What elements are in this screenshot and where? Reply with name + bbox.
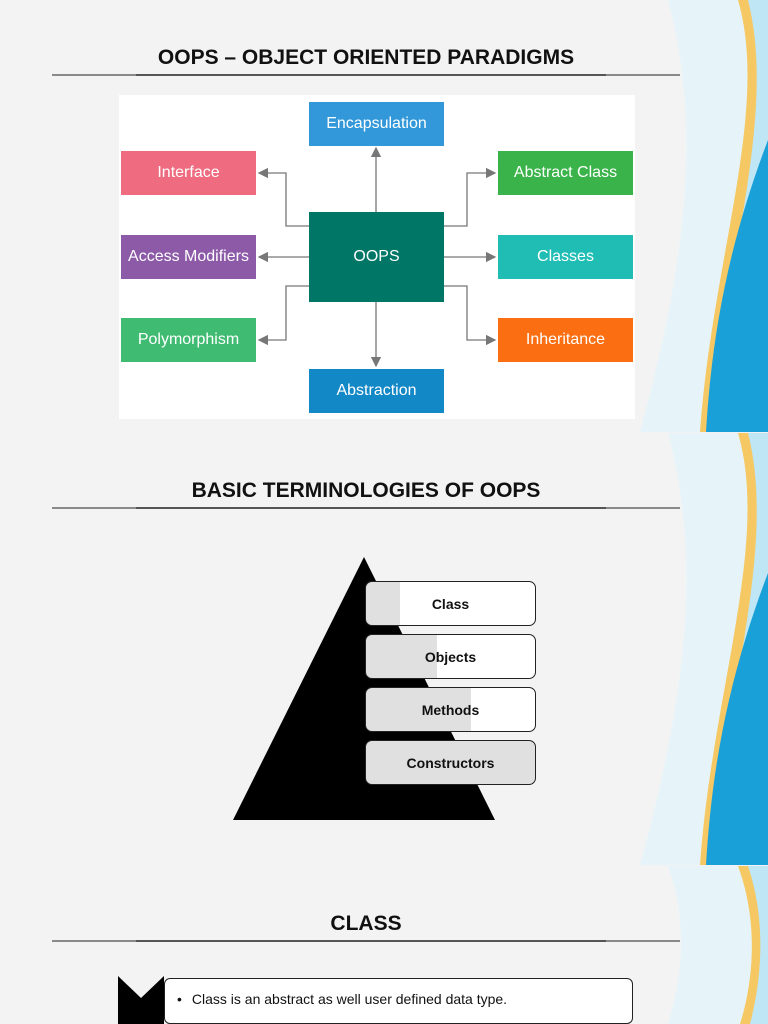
connector-arrows: [257, 146, 497, 368]
wave-decoration: [668, 866, 768, 1024]
bullet-icon: •: [177, 991, 182, 1007]
wave-decoration: [640, 433, 768, 865]
node-inheritance: Inheritance: [498, 318, 633, 362]
slide-oops-paradigms: OOPS – OBJECT ORIENTED PARADIGMS OOPS En…: [0, 0, 768, 432]
node-abstraction: Abstraction: [309, 369, 444, 413]
pyramid-item-constructors: Constructors: [365, 740, 536, 785]
node-access-modifiers: Access Modifiers: [121, 235, 256, 279]
node-interface: Interface: [121, 151, 256, 195]
chevron-marker-icon: [118, 976, 164, 1024]
wave-decoration: [640, 0, 768, 432]
title-underline-accent: [136, 507, 606, 509]
title-underline-accent: [136, 74, 606, 76]
node-encapsulation: Encapsulation: [309, 102, 444, 146]
title-underline-accent: [136, 940, 606, 942]
class-definition-box: • Class is an abstract as well user defi…: [164, 978, 633, 1024]
node-abstract-class: Abstract Class: [498, 151, 633, 195]
slide-title: BASIC TERMINOLOGIES OF OOPS: [191, 479, 541, 502]
bullet-text: Class is an abstract as well user define…: [191, 991, 508, 1007]
node-oops: OOPS: [309, 212, 444, 302]
pyramid-item-objects: Objects: [365, 634, 536, 679]
pyramid-item-class: Class: [365, 581, 536, 626]
node-polymorphism: Polymorphism: [121, 318, 256, 362]
slide-basic-terminologies: BASIC TERMINOLOGIES OF OOPS Class Object…: [0, 433, 768, 865]
node-classes: Classes: [498, 235, 633, 279]
oops-concept-diagram: OOPS Encapsulation Abstraction Interface…: [119, 95, 635, 419]
pyramid-item-methods: Methods: [365, 687, 536, 732]
slide-title: OOPS – OBJECT ORIENTED PARADIGMS: [157, 46, 575, 69]
slide-title: CLASS: [330, 912, 402, 935]
